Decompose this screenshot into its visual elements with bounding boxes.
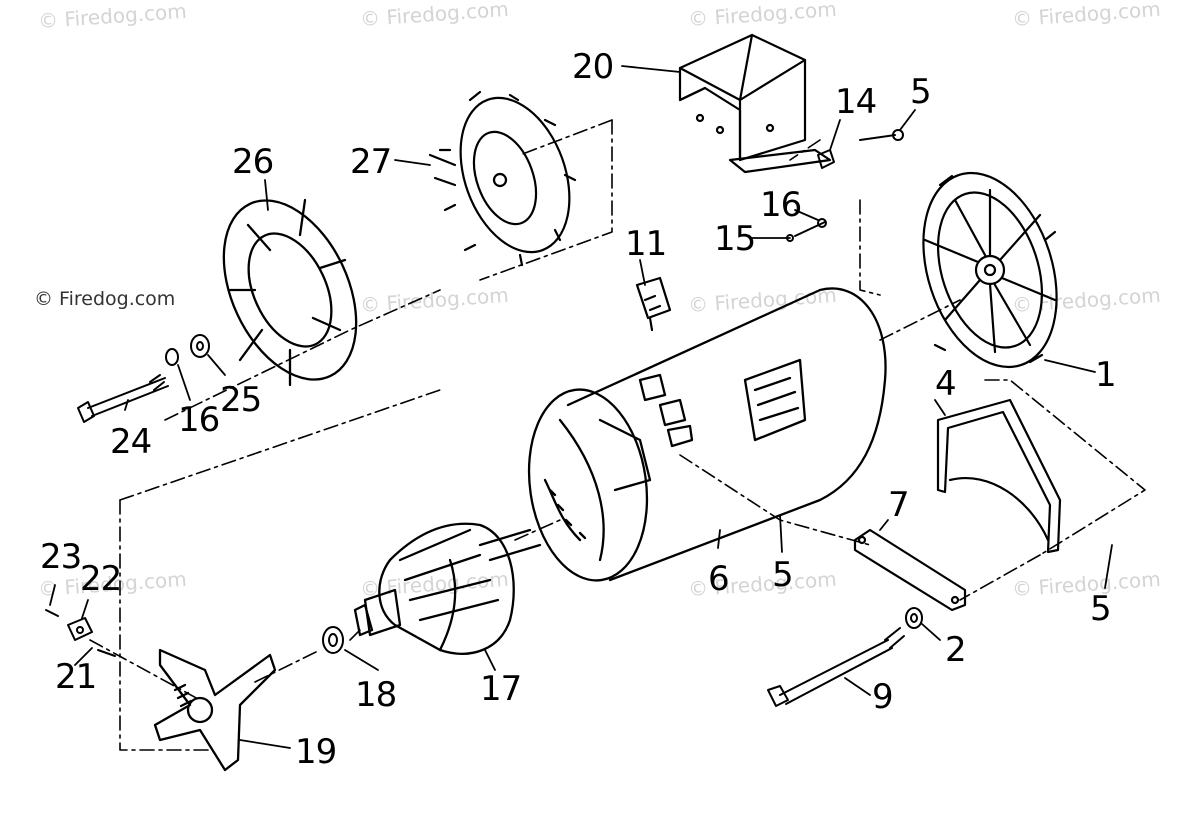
part-label-26: 26 <box>232 142 274 182</box>
rotor <box>353 522 542 655</box>
strap <box>853 528 967 612</box>
part-label-7: 7 <box>888 485 910 525</box>
bolt-and-washers <box>77 334 210 423</box>
end-bell <box>922 171 1058 369</box>
part-label-25: 25 <box>220 380 262 420</box>
part-label-5: 5 <box>910 72 932 112</box>
clip <box>817 149 835 169</box>
part-label-4: 4 <box>935 364 957 404</box>
part-label-19: 19 <box>295 732 337 772</box>
fan <box>153 648 277 772</box>
part-label-15: 15 <box>714 219 756 259</box>
part-label-1: 1 <box>1095 355 1117 395</box>
part-label-27: 27 <box>350 142 392 182</box>
part-label-18: 18 <box>355 675 397 715</box>
cover-bracket <box>678 33 832 174</box>
part-label-20: 20 <box>572 47 614 87</box>
part-label-17: 17 <box>480 669 522 709</box>
part-label-9: 9 <box>872 677 894 717</box>
motor-housing <box>527 287 887 582</box>
mount-bracket <box>936 398 1062 554</box>
screws-top <box>786 129 904 242</box>
watermark: © Firedog.com <box>34 288 176 310</box>
part-label-16: 16 <box>760 185 802 225</box>
part-label-5: 5 <box>1090 589 1112 629</box>
part-label-16: 16 <box>178 400 220 440</box>
part-label-5: 5 <box>772 555 794 595</box>
part-label-6: 6 <box>708 559 730 599</box>
blower-wheel <box>428 90 577 267</box>
part-label-11: 11 <box>625 224 667 264</box>
part-label-23: 23 <box>40 537 82 577</box>
fan-shroud <box>222 198 358 387</box>
part-label-2: 2 <box>945 630 967 670</box>
part-label-21: 21 <box>55 657 97 697</box>
small-hardware <box>45 609 116 657</box>
washer-and-bolt <box>767 607 923 707</box>
part-label-24: 24 <box>110 422 152 462</box>
part-label-14: 14 <box>835 82 877 122</box>
bearing <box>322 626 344 654</box>
receptacle <box>635 276 672 332</box>
part-label-22: 22 <box>80 559 122 599</box>
